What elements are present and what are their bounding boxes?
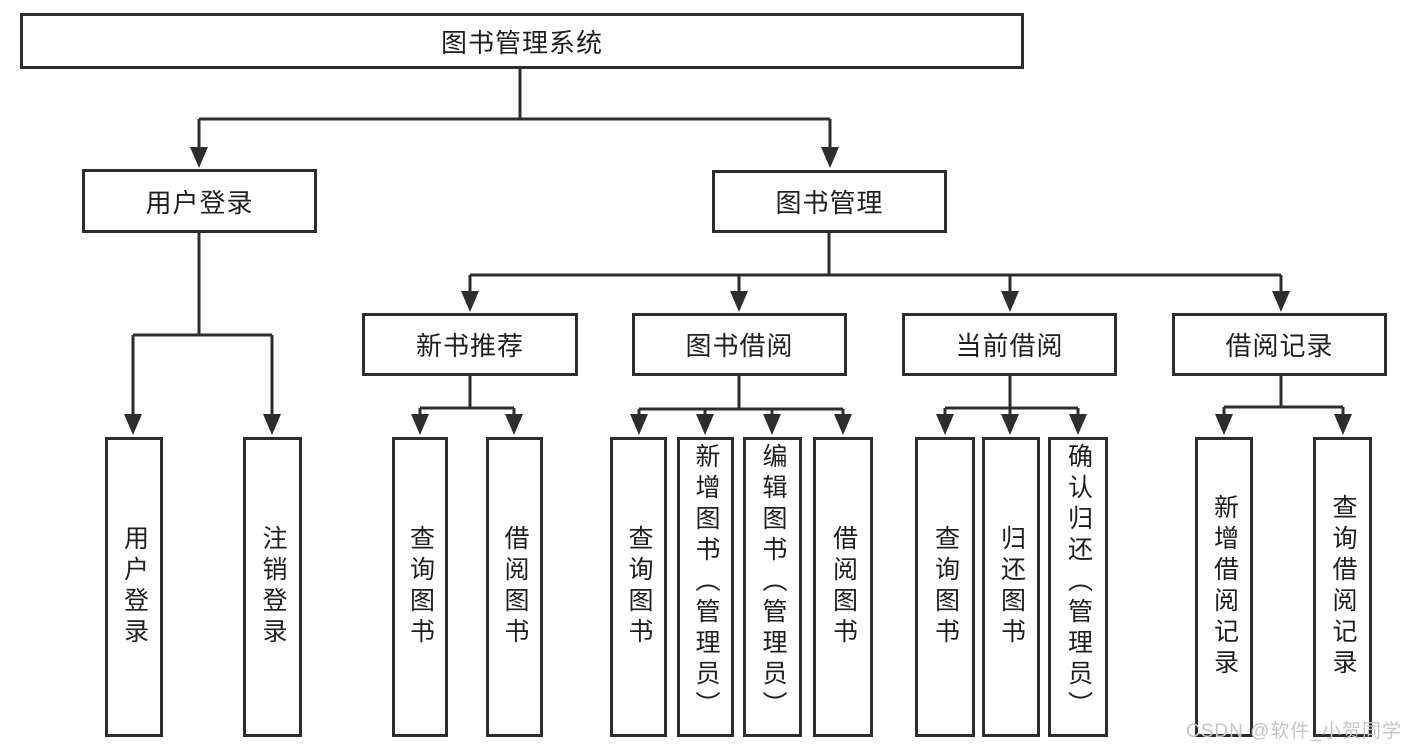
leaf-confirm-return-admin: 确认归还（管理员） [1048,437,1108,737]
connector-root-to-level2 [190,69,839,168]
connector-book-borrowing-to-leaves [630,376,852,435]
leaf-label: 查询借阅记录 [1329,494,1357,680]
arrowhead-down [505,414,523,435]
leaf-label: 查询图书 [406,525,435,649]
arrowhead-down [696,414,714,435]
arrowhead-down [730,291,748,312]
leaf-label: 查询图书 [625,525,653,649]
arrowhead-down [1069,414,1087,435]
connector-book-management-to-level3 [461,233,1290,312]
leaf-label: 借阅图书 [501,525,529,649]
arrowhead-down [263,414,281,435]
arrowhead-down [411,414,429,435]
leaf-query-borrow-record: 查询借阅记录 [1313,437,1372,737]
connector-user-login-to-leaves [124,233,281,435]
arrowhead-down [1272,291,1290,312]
arrowhead-down [821,147,839,168]
leaf-borrow-books: 借阅图书 [813,437,873,737]
leaf-label: 编辑图书（管理员） [759,443,787,722]
node-borrowing-records: 借阅记录 [1172,313,1387,376]
leaf-edit-books-admin: 编辑图书（管理员） [743,437,802,737]
leaf-label: 查询图书 [931,525,960,649]
leaf-return-books: 归还图书 [982,437,1040,737]
arrowhead-down [936,414,954,435]
leaf-label: 借阅图书 [829,525,858,649]
arrowhead-down [1334,414,1352,435]
node-current-borrowing: 当前借阅 [902,313,1117,376]
node-book-management: 图书管理 [712,170,947,233]
connector-borrowing-records-to-leaves [1215,376,1352,435]
leaf-user-login: 用户登录 [105,437,163,737]
leaf-query-books-borrowing: 查询图书 [610,437,667,737]
leaf-add-borrow-record: 新增借阅记录 [1195,437,1253,737]
leaf-logout: 注销登录 [243,437,302,737]
arrowhead-down [630,414,648,435]
arrowhead-down [461,291,479,312]
leaf-label: 用户登录 [120,525,149,649]
node-user-login: 用户登录 [82,169,317,233]
arrowhead-down [1001,291,1019,312]
arrowhead-down [1215,414,1233,435]
leaf-label: 新增图书（管理员） [692,443,720,722]
node-library-management-system: 图书管理系统 [20,13,1024,69]
leaf-label: 注销登录 [259,525,287,649]
arrowhead-down [1001,414,1019,435]
leaf-query-books-recommend: 查询图书 [392,437,448,737]
connector-new-book-recommend-to-leaves [411,376,523,435]
node-new-book-recommend: 新书推荐 [362,313,578,376]
arrowhead-down [190,147,208,168]
connector-current-borrowing-to-leaves [936,376,1087,435]
csdn-watermark: CSDN @软件_小贺同学 [1186,721,1402,742]
arrowhead-down [834,414,852,435]
leaf-query-books-current: 查询图书 [915,437,975,737]
arrowhead-down [124,414,142,435]
arrowhead-down [763,414,781,435]
leaf-add-books-admin: 新增图书（管理员） [677,437,734,737]
leaf-label: 新增借阅记录 [1210,494,1239,680]
leaf-label: 归还图书 [997,525,1026,649]
leaf-label: 确认归还（管理员） [1064,443,1093,722]
node-book-borrowing: 图书借阅 [632,313,847,376]
leaf-borrow-books-recommend: 借阅图书 [486,437,543,737]
